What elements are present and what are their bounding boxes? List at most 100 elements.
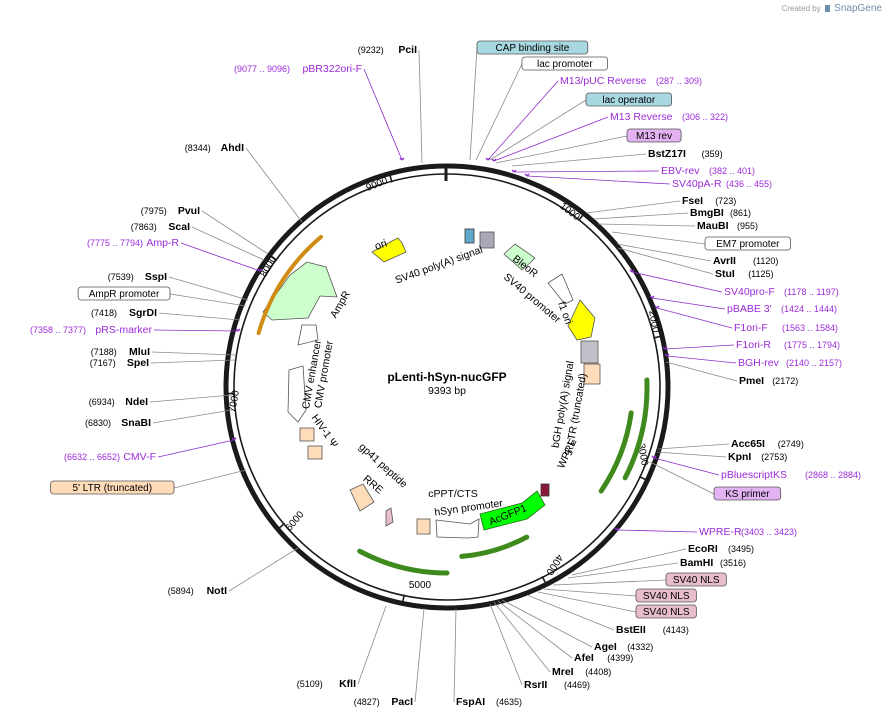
leader-line bbox=[656, 307, 733, 329]
leader-line bbox=[153, 329, 239, 332]
hiv-psi-box-2 bbox=[307, 445, 323, 460]
leader-line bbox=[201, 210, 269, 255]
label-position: (3516) bbox=[720, 558, 746, 568]
label-position: (1178 .. 1197) bbox=[784, 287, 839, 297]
primer-label-pbabe-3: pBABE 3'(1424 .. 1444) bbox=[727, 303, 837, 315]
primer-site-marker bbox=[485, 157, 491, 161]
label-name: BamHI bbox=[680, 557, 713, 569]
label-position: (436 .. 455) bbox=[726, 179, 772, 189]
leader-line bbox=[152, 409, 233, 424]
primer-site-marker bbox=[629, 269, 635, 273]
leader-line bbox=[664, 344, 735, 350]
tick-mark bbox=[541, 576, 547, 585]
label-position: (955) bbox=[737, 221, 758, 231]
label-position: (382 .. 401) bbox=[709, 166, 755, 176]
leader-line bbox=[475, 63, 523, 161]
site-label-agei: AgeI(4332) bbox=[594, 641, 653, 653]
primer-site-marker bbox=[524, 173, 530, 177]
credit-brand: SnapGene bbox=[834, 3, 882, 14]
leader-line bbox=[228, 547, 299, 592]
leader-line bbox=[585, 200, 681, 214]
feature-box-sv40-nls: SV40 NLS bbox=[635, 588, 697, 603]
label-name: PacI bbox=[391, 696, 413, 708]
label-name: SV40pro-F bbox=[724, 286, 775, 298]
leader-line bbox=[616, 243, 712, 262]
tick-mark bbox=[388, 173, 393, 183]
site-label-rsrii: RsrII(4469) bbox=[524, 679, 590, 691]
label-name: pBR322ori-F bbox=[302, 63, 362, 75]
leader-line bbox=[363, 68, 403, 161]
leader-line bbox=[180, 242, 261, 272]
plasmid-length: 9393 bp bbox=[428, 385, 466, 397]
orange-arc bbox=[256, 234, 323, 335]
label-name: FspAI bbox=[456, 696, 485, 708]
orf-arc-gfp bbox=[459, 534, 530, 559]
leader-line bbox=[493, 601, 551, 673]
leader-line bbox=[571, 548, 687, 576]
leader-line bbox=[526, 175, 671, 185]
label-position: (4827) bbox=[354, 697, 380, 707]
snapgene-credit: Created by SnapGene bbox=[782, 3, 882, 14]
label-name: BmgBI bbox=[690, 207, 724, 219]
feature-box-text: lac operator bbox=[602, 95, 655, 106]
site-label-acc65i: Acc65I(2749) bbox=[731, 438, 804, 450]
label-name: BstZ17I bbox=[648, 148, 686, 160]
label-position: (7418) bbox=[91, 308, 117, 318]
leader-line bbox=[495, 135, 628, 164]
feature-box-rect bbox=[635, 604, 697, 619]
site-label-stui: StuI(1125) bbox=[715, 268, 774, 280]
primer-site-marker bbox=[235, 328, 241, 332]
label-name: NotI bbox=[207, 585, 227, 597]
plasmid-backbone bbox=[223, 163, 671, 611]
primer-site-marker bbox=[614, 527, 620, 531]
label-name: SspI bbox=[145, 271, 167, 283]
site-label-noti: NotI(5894) bbox=[168, 585, 227, 597]
cmv-promoter-arrow bbox=[297, 324, 319, 346]
leader-line bbox=[651, 297, 726, 310]
tick-mark bbox=[277, 522, 286, 530]
site-label-bstz17i: BstZ17I(359) bbox=[648, 148, 723, 160]
site-label-bsteii: BstEII(4143) bbox=[616, 624, 689, 636]
tick-label: 8000 bbox=[259, 254, 280, 279]
label-position: (723) bbox=[715, 196, 736, 206]
site-label-bmgbi: BmgBI (861) bbox=[690, 207, 751, 219]
site-label-pmei: PmeI(2172) bbox=[739, 375, 798, 387]
site-label-avrii: AvrII(1120) bbox=[713, 255, 778, 267]
leader-line bbox=[469, 47, 478, 161]
site-label-ndei: NdeI(6934) bbox=[89, 396, 148, 408]
label-position: (7539) bbox=[108, 272, 134, 282]
plasmid-center-title: pLenti-hSyn-nucGFP 9393 bp bbox=[387, 370, 506, 397]
leader-line bbox=[191, 226, 265, 261]
primer-site-marker bbox=[651, 455, 657, 459]
primer-site-marker bbox=[662, 346, 668, 350]
site-label-sspi: SspI (7539) bbox=[108, 271, 167, 283]
leader-line bbox=[656, 451, 727, 458]
leader-line bbox=[173, 469, 247, 489]
label-leader-lines bbox=[149, 47, 738, 703]
leader-line bbox=[552, 579, 667, 586]
label-name: WPRE-R bbox=[699, 526, 742, 538]
label-position: (2172) bbox=[772, 376, 798, 386]
label-position: (861) bbox=[730, 208, 751, 218]
tick-label: 5000 bbox=[409, 580, 432, 591]
leader-line bbox=[597, 223, 696, 227]
label-position: (7167) bbox=[90, 358, 116, 368]
feature-box-rect bbox=[626, 128, 682, 143]
feature-box-cap-binding-site: CAP binding site bbox=[476, 40, 589, 55]
leader-line bbox=[414, 607, 425, 703]
leader-line bbox=[168, 276, 249, 301]
label-name: EBV-rev bbox=[661, 165, 700, 177]
label-position: (4469) bbox=[564, 680, 590, 690]
label-name: NdeI bbox=[125, 396, 148, 408]
feature-label-ori: ori bbox=[373, 237, 389, 252]
leader-line bbox=[501, 599, 593, 648]
label-position: (9077 .. 9096) bbox=[234, 64, 290, 74]
feature-box-rect bbox=[635, 588, 697, 603]
leader-line bbox=[513, 170, 660, 173]
label-name: FseI bbox=[682, 195, 703, 207]
label-name: pBABE 3' bbox=[727, 303, 772, 315]
leader-line bbox=[158, 312, 241, 321]
site-label-mrei: MreI(4408) bbox=[552, 666, 611, 678]
feature-box-rect bbox=[521, 56, 608, 71]
label-position: (306 .. 322) bbox=[682, 112, 728, 122]
